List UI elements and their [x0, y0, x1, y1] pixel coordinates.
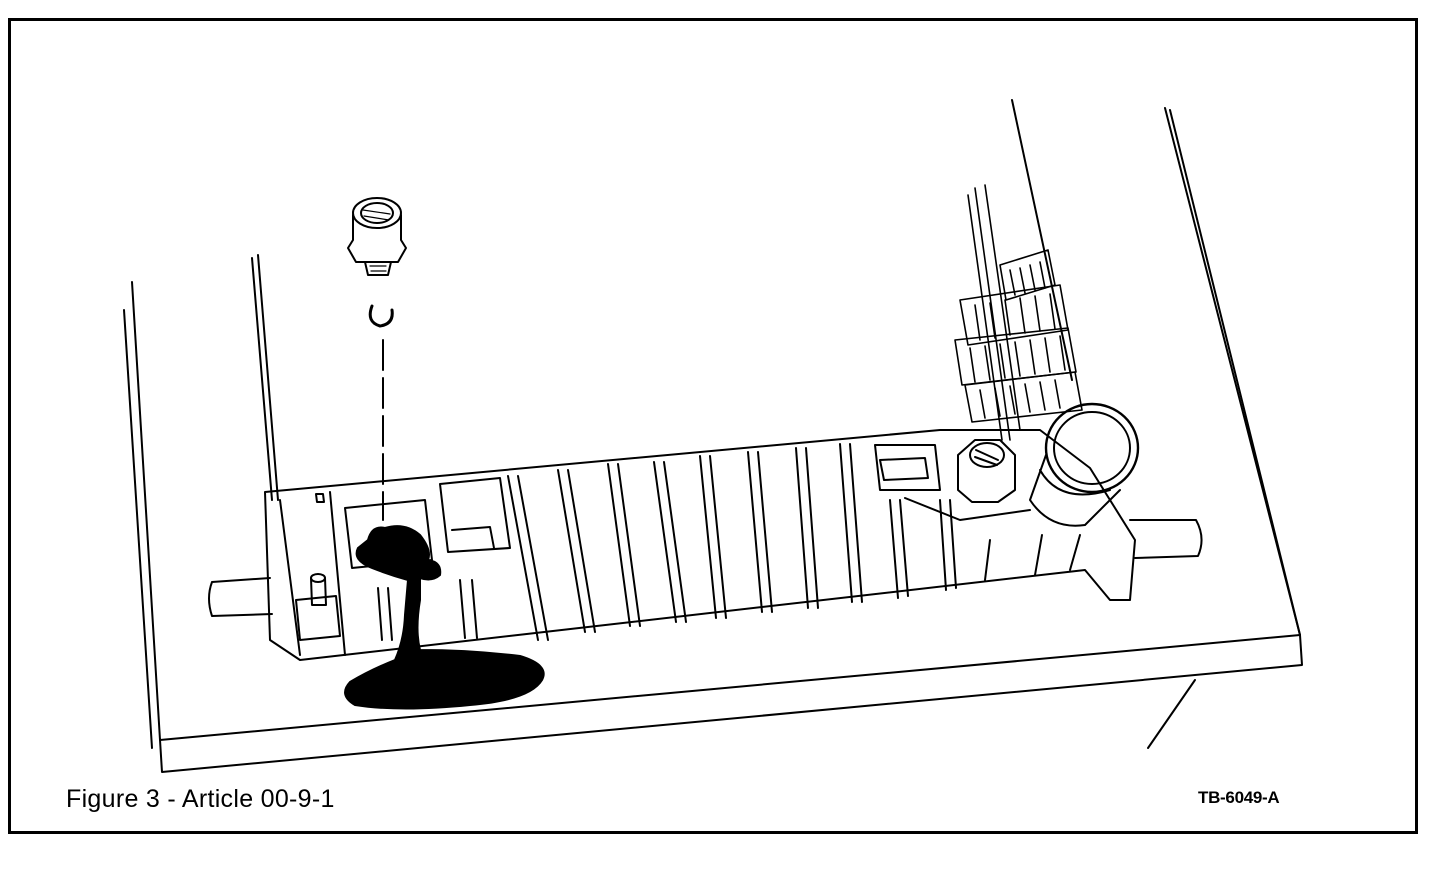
figure-frame: [8, 18, 1418, 834]
figure-caption: Figure 3 - Article 00-9-1: [66, 785, 335, 813]
tank-bracket: [874, 444, 941, 491]
work-surface: [123, 99, 1303, 773]
drain-petcock: [310, 573, 327, 606]
radiator-tank: [264, 429, 1136, 661]
outlet-neck: [1029, 402, 1140, 527]
coolant-puddle: [344, 525, 545, 710]
o-ring: [368, 304, 394, 328]
mounting-pegs: [208, 519, 1203, 617]
radiator-core: [954, 184, 1083, 441]
figure-code: TB-6049-A: [1198, 788, 1280, 807]
hex-fitting: [957, 439, 1016, 503]
drain-plug: [347, 197, 407, 276]
